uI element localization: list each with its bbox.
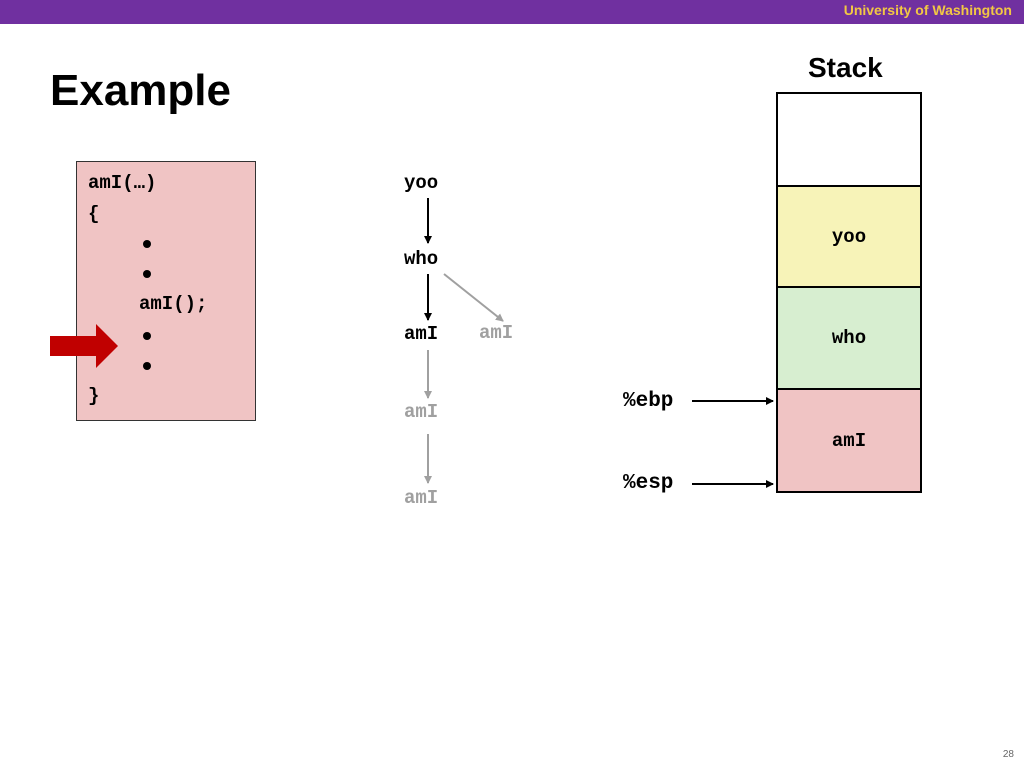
esp-register-label: %esp (623, 472, 674, 495)
call-node-ami-side: amI (479, 322, 514, 344)
stack-title: Stack (808, 52, 883, 83)
call-node-ami-active: amI (404, 323, 439, 345)
stack-frame-who: who (776, 286, 922, 390)
code-line-close-brace: } (88, 385, 100, 407)
ebp-register-label: %ebp (623, 390, 674, 413)
bullet-icon (143, 362, 151, 370)
bullet-icon (143, 270, 151, 278)
header-bar: University of Washington (0, 0, 1024, 24)
code-line-open-brace: { (88, 203, 100, 225)
code-box: amI(…) { amI(); } (76, 161, 256, 421)
red-arrow-icon (50, 324, 118, 368)
edge-who-ami-side (443, 273, 504, 322)
bullet-icon (143, 332, 151, 340)
slide-title: Example (50, 66, 231, 115)
call-node-who: who (404, 248, 439, 270)
stack-frame-empty (776, 92, 922, 187)
slide-number: 28 (1002, 749, 1014, 760)
bullet-icon (143, 240, 151, 248)
stack-frame-yoo: yoo (776, 185, 922, 288)
call-node-yoo: yoo (404, 172, 439, 194)
call-node-ami-2: amI (404, 401, 439, 423)
code-line-recursive-call: amI(); (139, 293, 208, 315)
institution-label: University of Washington (843, 2, 1012, 18)
code-line-signature: amI(…) (88, 172, 157, 194)
stack-frame-ami: amI (776, 388, 922, 493)
call-node-ami-3: amI (404, 487, 439, 509)
